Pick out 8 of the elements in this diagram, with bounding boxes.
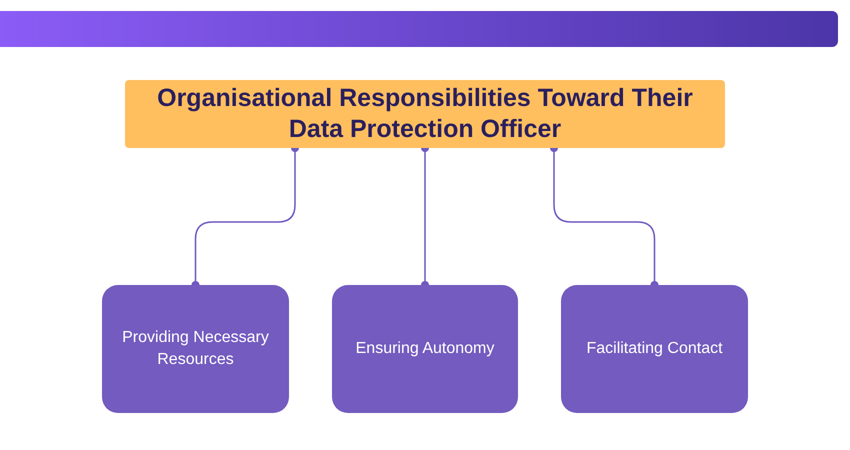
topic-label: Providing Necessary Resources xyxy=(121,328,270,370)
topic-label: Ensuring Autonomy xyxy=(356,339,494,359)
title-text: Organisational Responsibilities Toward Their Data Protection Officer xyxy=(156,83,694,145)
topic-label: Facilitating Contact xyxy=(586,339,723,359)
topic-box xyxy=(102,285,289,413)
topic-box xyxy=(561,285,748,413)
topic-box xyxy=(332,285,518,413)
title-banner xyxy=(125,80,725,148)
